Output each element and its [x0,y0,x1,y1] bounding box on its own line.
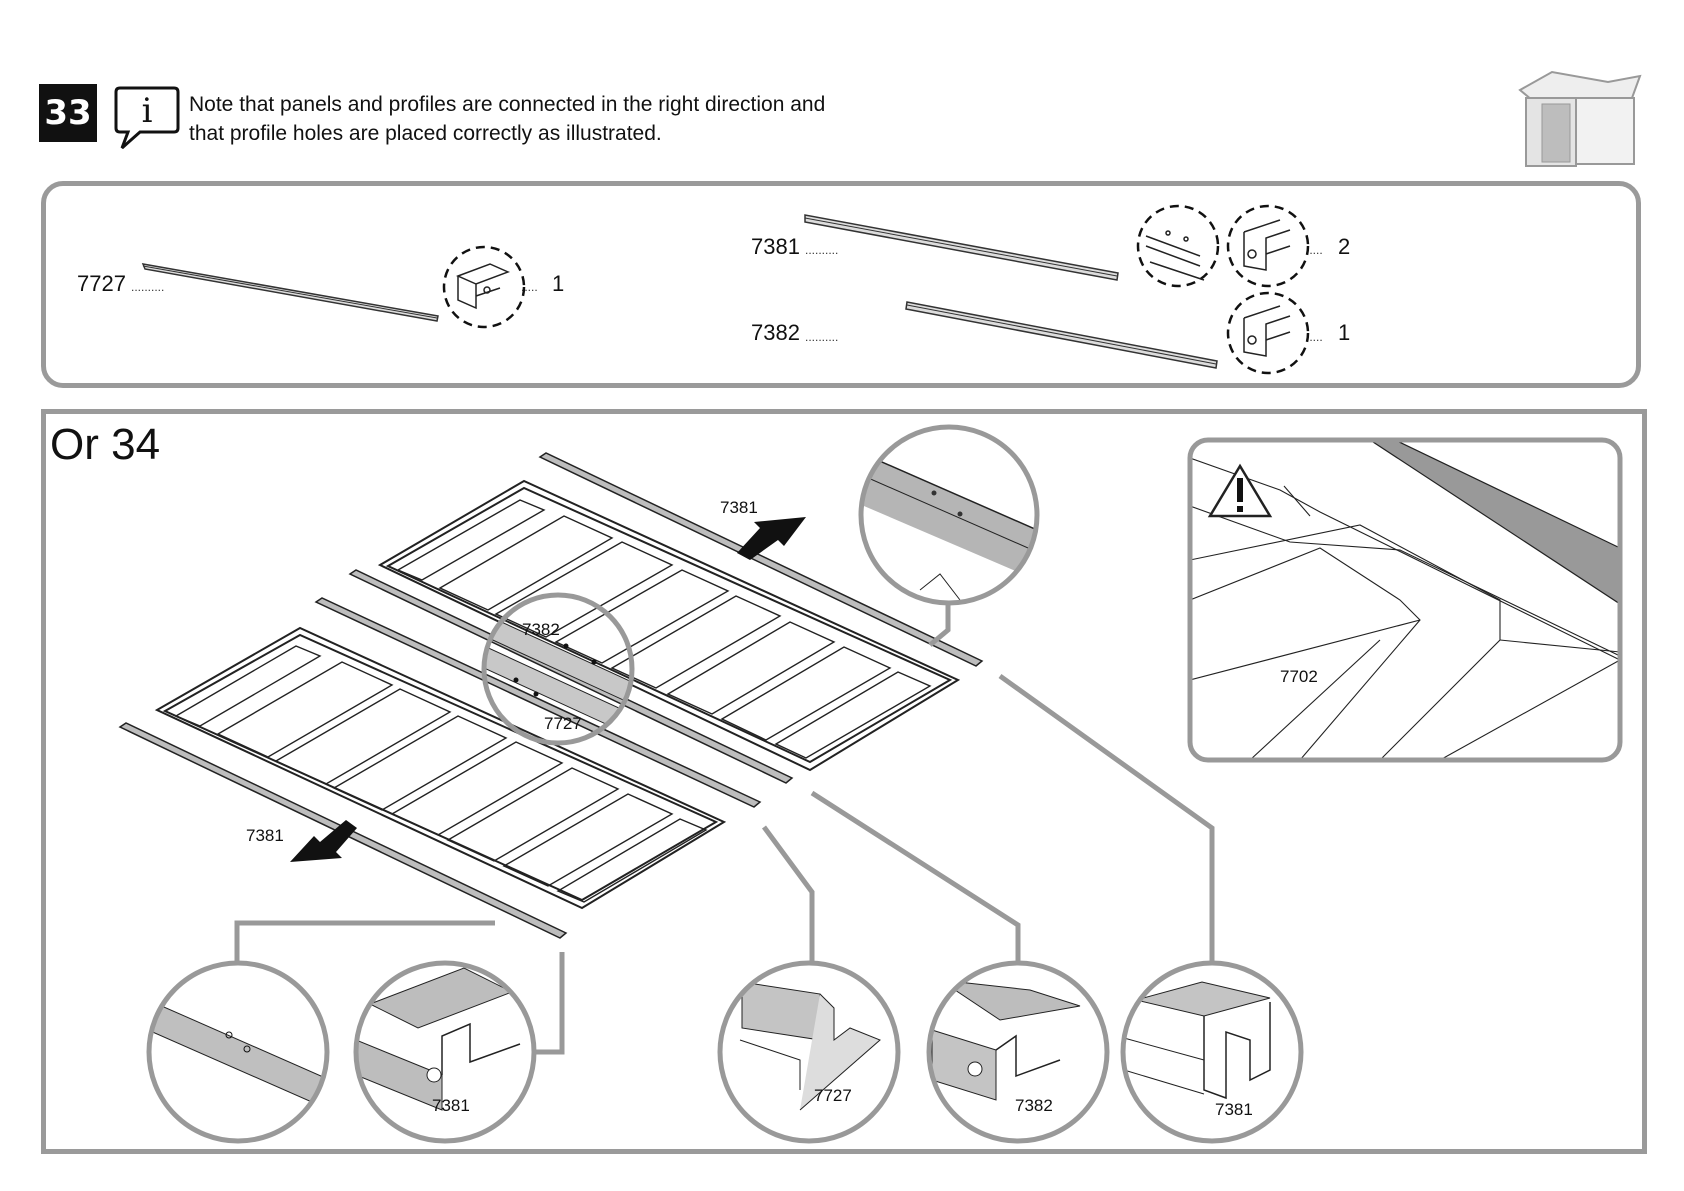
detail-circle-7381-right [1123,963,1301,1141]
warning-detail-box [1190,440,1620,760]
detail-circle-holes [148,963,330,1141]
label-rail-bottom-7381: 7381 [246,826,284,846]
profile-end-detail-7382 [1228,293,1308,373]
detail-label-7381-left: 7381 [432,1096,470,1116]
detail-label-7381-right: 7381 [1215,1100,1253,1120]
label-rail-middle-7382: 7382 [522,620,560,640]
profile-7382-drawing [906,302,1217,368]
profile-end-detail-7381 [1228,206,1308,286]
profile-7381-drawing [805,215,1118,280]
detail-label-7727: 7727 [814,1086,852,1106]
label-rail-top-7381: 7381 [720,498,758,518]
detail-label-7382: 7382 [1015,1096,1053,1116]
leader-lines [237,676,1212,1052]
profile-7727-drawing [143,264,438,321]
label-warning-7702: 7702 [1280,667,1318,687]
profile-end-detail-7727 [444,247,524,327]
wall-panel-lower [157,628,724,908]
arrow-bottom-icon [290,820,357,862]
detail-circle-7727 [720,963,898,1141]
profile-holes-detail-7381 [1138,206,1218,286]
label-rail-middle-7727: 7727 [544,714,582,734]
warning-triangle-icon [1210,466,1270,516]
arrow-top-icon [737,517,806,560]
